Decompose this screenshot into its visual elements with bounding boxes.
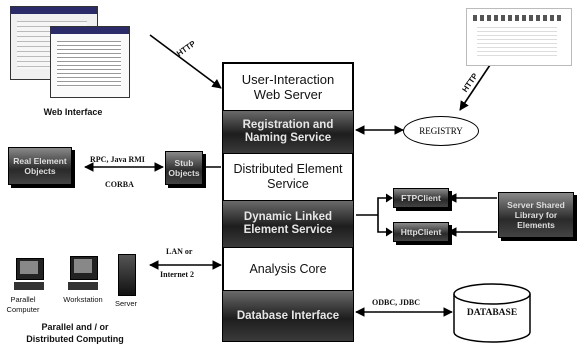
server-label: Server — [114, 299, 138, 308]
corba-label: CORBA — [105, 180, 134, 189]
real-element-objects-box: Real Element Objects — [8, 147, 72, 185]
lan-label: LAN or — [166, 247, 193, 256]
db-link-label: ODBC, JDBC — [372, 298, 421, 307]
shared-library-box: Server Shared Library for Elements — [498, 192, 574, 238]
internet-label: Internet 2 — [160, 270, 194, 279]
workstation-label: Workstation — [63, 295, 103, 304]
server-icon — [118, 254, 136, 296]
ftp-client-box: FTPClient — [393, 188, 449, 208]
http-client-box: HttpClient — [393, 222, 449, 242]
registry-label: REGISTRY — [419, 126, 463, 136]
clients-bracket — [356, 197, 392, 233]
analysis-core-block: Analysis Core — [223, 247, 353, 291]
central-architecture-stack: User-Interaction Web Server Registration… — [222, 62, 354, 342]
workstation-icon — [68, 256, 98, 294]
parallel-computer-label: Parallel Computer — [6, 295, 40, 314]
rpc-label: RPC, Java RMI — [90, 155, 145, 164]
database-label: DATABASE — [466, 308, 518, 318]
computing-caption-line2: Distributed Computing — [26, 334, 124, 344]
registry-screenshot — [466, 8, 572, 66]
parallel-computer-icon — [14, 258, 44, 294]
computing-caption-line1: Parallel and / or — [41, 322, 109, 332]
web-interface-caption: Web Interface — [43, 107, 103, 117]
web-http-arrow — [149, 34, 222, 89]
dynamic-linked-service-block: Dynamic Linked Element Service — [223, 201, 353, 247]
stub-objects-box: Stub Objects — [165, 151, 203, 185]
web-interface-screenshot — [10, 6, 130, 102]
database-interface-block: Database Interface — [223, 291, 353, 341]
browser-window-front — [50, 26, 130, 98]
registry-http-arrow — [459, 64, 491, 111]
registry-node: REGISTRY — [403, 116, 479, 146]
web-server-block: User-Interaction Web Server — [223, 63, 353, 111]
database-cylinder — [453, 283, 531, 343]
distributed-element-service-block: Distributed Element Service — [223, 153, 353, 201]
naming-service-block: Registration and Naming Service — [223, 111, 353, 153]
